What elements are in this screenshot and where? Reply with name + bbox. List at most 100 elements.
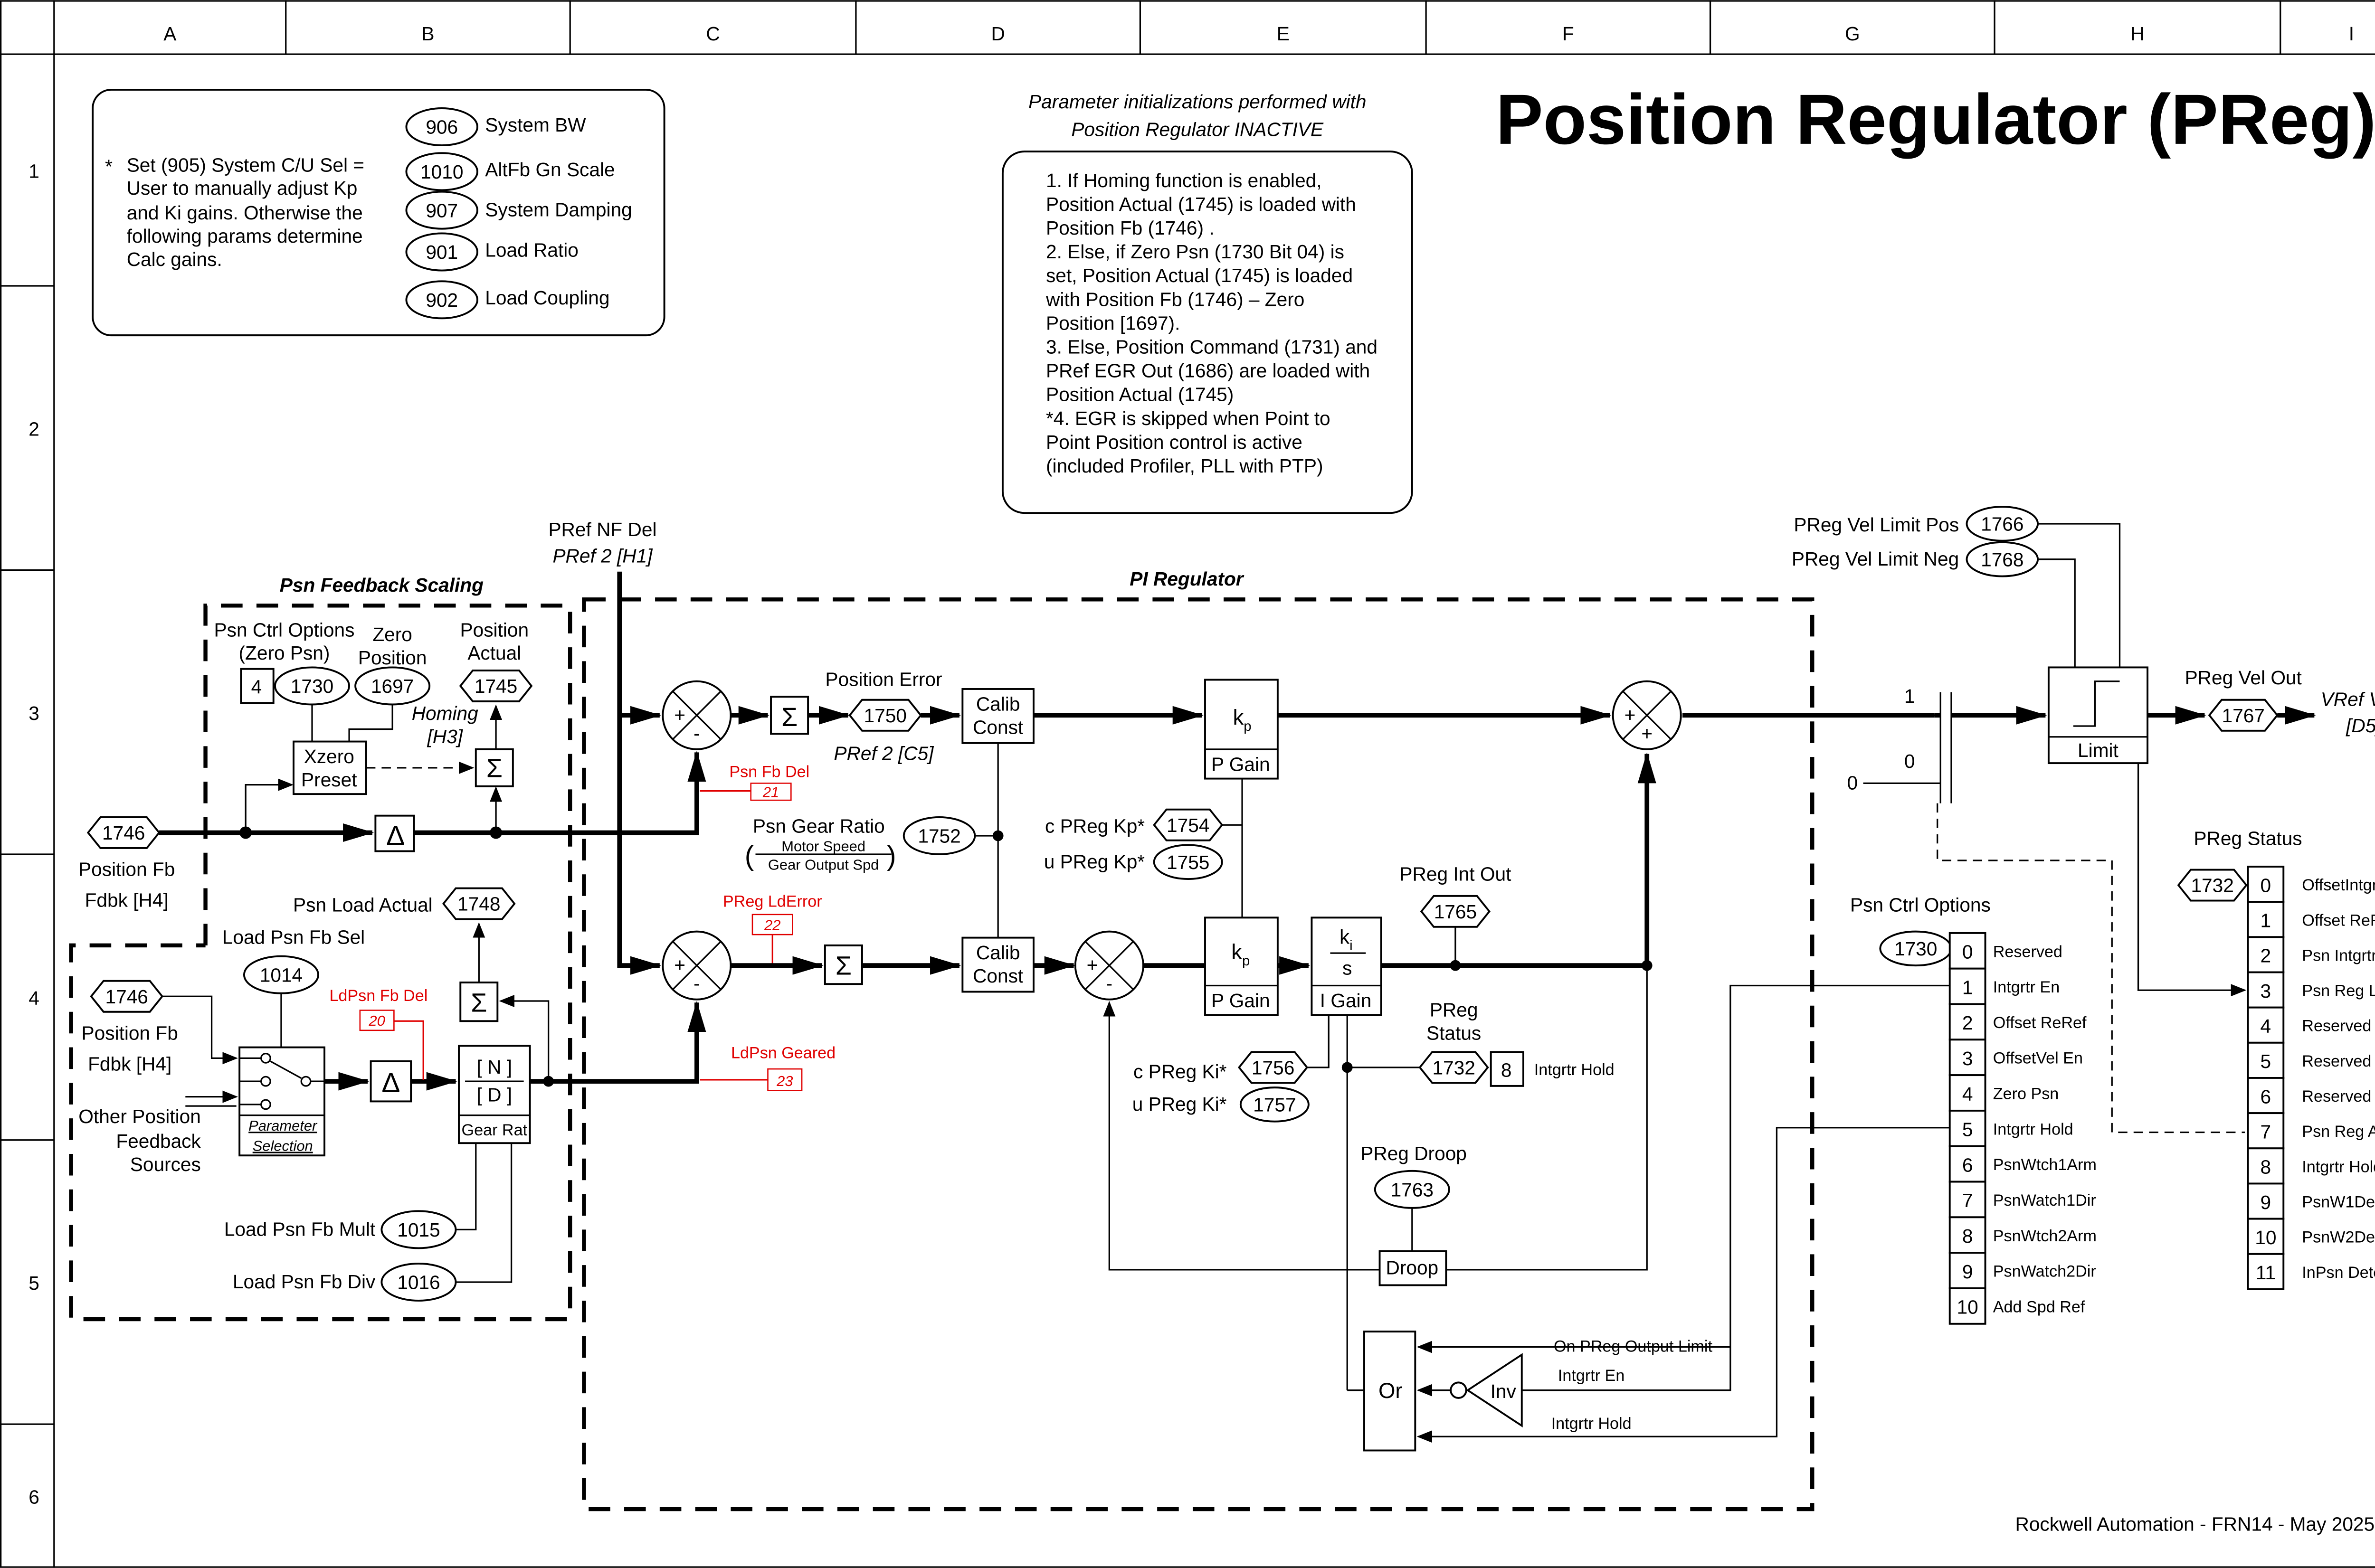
note-line: Position [1697). xyxy=(1046,312,1180,334)
label: [D5] xyxy=(2346,715,2375,737)
param-1766: 1766 xyxy=(1966,506,2039,542)
bit-label: Reserved xyxy=(2302,1052,2371,1070)
bit-number: 7 xyxy=(1962,1190,1973,1211)
label: p xyxy=(1244,719,1251,734)
label: 1752 xyxy=(918,825,960,847)
pi-regulator: +- +- +- ++ Σ Position Error 1750 PRef 2… xyxy=(662,668,1950,1452)
label: 1768 xyxy=(1981,548,2024,570)
label: Gear Output Spd xyxy=(768,857,879,873)
or-gate xyxy=(1363,1331,1416,1452)
label: - xyxy=(694,973,700,994)
bit-label: Psn Reg Actv xyxy=(2302,1123,2375,1141)
label: [ D ] xyxy=(477,1084,513,1105)
label: PReg Vel Limit Neg xyxy=(1792,548,1959,570)
label: k xyxy=(1340,926,1350,948)
param-1732: 1732 xyxy=(1418,1051,1489,1084)
bit-label: OffsetIntgrtr xyxy=(2302,876,2375,894)
label: Σ xyxy=(836,951,852,981)
bit-number: 9 xyxy=(1962,1261,1973,1283)
label: System Damping xyxy=(485,199,632,221)
param-1755: 1755 xyxy=(1153,844,1223,880)
label: 902 xyxy=(426,289,458,311)
label: Or xyxy=(1378,1379,1403,1403)
sum-block xyxy=(459,982,499,1022)
bit-label: Psn Reg Lmt xyxy=(2302,982,2375,1000)
label: 22 xyxy=(764,916,780,933)
param-1767: 1767 xyxy=(2208,699,2279,732)
bit-label: Offset ReRef xyxy=(1993,1014,2087,1032)
bit-number: 10 xyxy=(1957,1296,1978,1318)
label: Actual xyxy=(467,642,521,664)
footer: Rockwell Automation - FRN14 - May 2025 xyxy=(2015,1513,2375,1535)
label: User to manually adjust Kp xyxy=(127,177,358,199)
bit-row: 10PsnW2Detect xyxy=(2247,1218,2375,1255)
pi-regulator-section xyxy=(582,597,1814,1511)
label: [H3] xyxy=(427,726,463,747)
bit-label: Reserved xyxy=(1993,943,2062,961)
label: Feedback xyxy=(116,1130,201,1152)
label: Calc gains. xyxy=(127,248,222,270)
param-1015: 1015 xyxy=(380,1210,457,1249)
param-1730: 1730 xyxy=(274,666,351,706)
label: 0 xyxy=(1904,750,1915,772)
section-title: Psn Feedback Scaling xyxy=(280,574,484,596)
label: AltFb Gn Scale xyxy=(485,159,615,180)
label: 1746 xyxy=(102,822,145,844)
label: Selection xyxy=(253,1137,313,1154)
param-1748: 1748 xyxy=(442,887,516,920)
note-line: with Position Fb (1746) – Zero xyxy=(1045,288,1304,310)
bit-number: 8 xyxy=(2261,1156,2271,1178)
grid-row-label: 3 xyxy=(28,702,39,724)
label: 1010 xyxy=(420,161,463,183)
label: Psn Fb Del xyxy=(729,763,809,781)
label: Parameter xyxy=(248,1117,318,1134)
label: Load Psn Fb Sel xyxy=(222,926,365,948)
label: PRef 2 [C5] xyxy=(834,743,934,765)
label: 23 xyxy=(776,1073,793,1089)
grid-row-label: 4 xyxy=(28,987,39,1009)
param-1016: 1016 xyxy=(380,1262,457,1302)
bit-number: 2 xyxy=(1962,1012,1973,1034)
label: Δ xyxy=(386,820,405,851)
svg-text:kp: kp xyxy=(1233,705,1252,734)
label: 1732 xyxy=(1432,1057,1475,1078)
note-line: PRef EGR Out (1686) are loaded with xyxy=(1046,360,1370,382)
bit-number: 4 xyxy=(1962,1083,1973,1105)
bit-label: PsnWatch1Dir xyxy=(1993,1191,2096,1209)
svg-text:): ) xyxy=(887,841,896,871)
label: P Gain xyxy=(1211,990,1270,1011)
param-1763: 1763 xyxy=(1374,1170,1450,1209)
note-line: 2. Else, if Zero Psn (1730 Bit 04) is xyxy=(1046,241,1344,263)
section-title: PI Regulator xyxy=(1130,568,1244,590)
bit-number: 4 xyxy=(2261,1015,2271,1037)
note-line: set, Position Actual (1745) is loaded xyxy=(1046,264,1353,286)
label: Calib xyxy=(976,942,1020,963)
bit-label: PsnWatch2Dir xyxy=(1993,1263,2096,1281)
bit-label: Reserved xyxy=(2302,1087,2371,1105)
label: Xzero xyxy=(304,746,354,767)
label: 1763 xyxy=(1391,1179,1434,1200)
note-line: Position Actual (1745) is loaded with xyxy=(1046,193,1356,215)
note-line: Position Fb (1746) . xyxy=(1046,217,1215,239)
label: + xyxy=(1641,722,1653,744)
gear-ratio-block xyxy=(458,1045,531,1144)
bit-label: PsnWtch1Arm xyxy=(1993,1156,2097,1174)
label: 1015 xyxy=(397,1219,440,1241)
label: (Zero Psn) xyxy=(238,642,330,664)
bit-label: Offset ReRef xyxy=(2302,911,2375,929)
grid-row-label: 6 xyxy=(28,1486,39,1508)
bit-label: PsnW1Detect xyxy=(2302,1193,2375,1211)
droop-block xyxy=(1378,1250,1447,1286)
bit-label: Intgrtr Hold xyxy=(1993,1120,2073,1138)
label: PRef NF Del xyxy=(548,519,656,540)
bit-row: 0OffsetIntgrtr xyxy=(2247,866,2375,903)
label: Load Psn Fb Div xyxy=(233,1271,376,1293)
psn-feedback-scaling-section xyxy=(69,604,572,1322)
label: Preset xyxy=(301,769,357,791)
